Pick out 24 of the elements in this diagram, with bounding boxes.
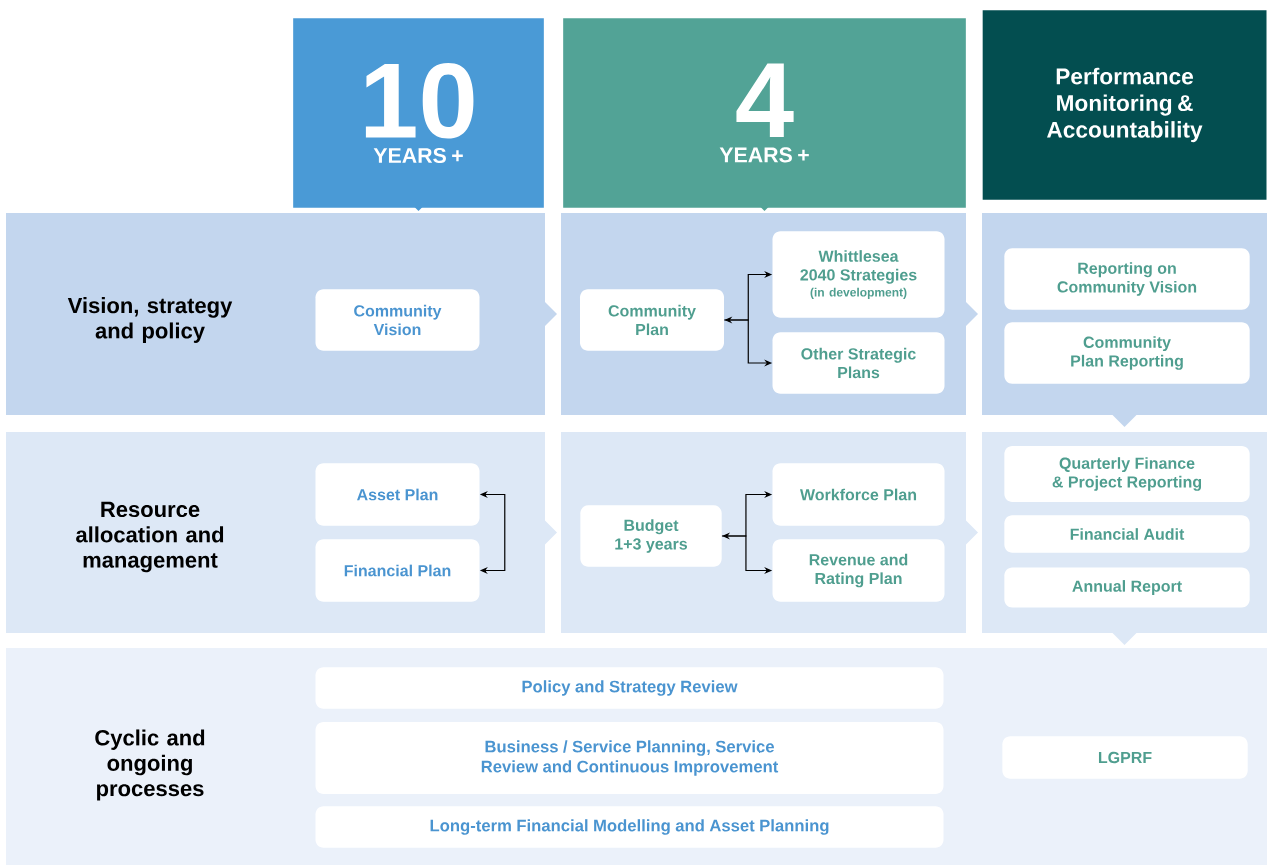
plan-box: Budget 1+3 years: [580, 505, 722, 567]
process-box: Business / Service Planning, Service Review and Continuous Improvement: [315, 722, 944, 794]
plan-box: Workforce Plan: [772, 463, 945, 526]
process-box: Long-term Financial Modelling and Asset Planning: [315, 806, 944, 848]
row-heading: Resource allocation and management: [76, 501, 224, 573]
plan-box: Community Plan Reporting: [1004, 322, 1250, 384]
plan-box: Financial Plan: [315, 539, 480, 602]
plan-box: Asset Plan: [315, 463, 480, 526]
row-heading: Cyclic and ongoing processes: [95, 729, 205, 801]
plan-box: Quarterly Finance & Project Reporting: [1004, 446, 1250, 502]
plan-box: Other Strategic Plans: [772, 332, 945, 394]
header-box: 10 YEARS +: [293, 18, 544, 211]
plan-box: Community Plan: [580, 289, 724, 351]
plan-box: LGPRF: [1002, 736, 1248, 779]
process-box: Policy and Strategy Review: [315, 667, 944, 709]
header-box: Performance Monitoring & Accountability: [982, 10, 1267, 200]
header-box: 4 YEARS +: [563, 18, 966, 211]
plan-box: Whittlesea 2040 Strategies (in development): [772, 231, 945, 318]
plan-box: Financial Audit: [1004, 515, 1250, 553]
plan-box: Revenue and Rating Plan: [772, 539, 945, 602]
plan-box: Annual Report: [1004, 567, 1250, 608]
plan-box: Reporting on Community Vision: [1004, 248, 1250, 310]
plan-box: Community Vision: [315, 289, 480, 351]
row-heading: Vision, strategy and policy: [67, 297, 233, 343]
